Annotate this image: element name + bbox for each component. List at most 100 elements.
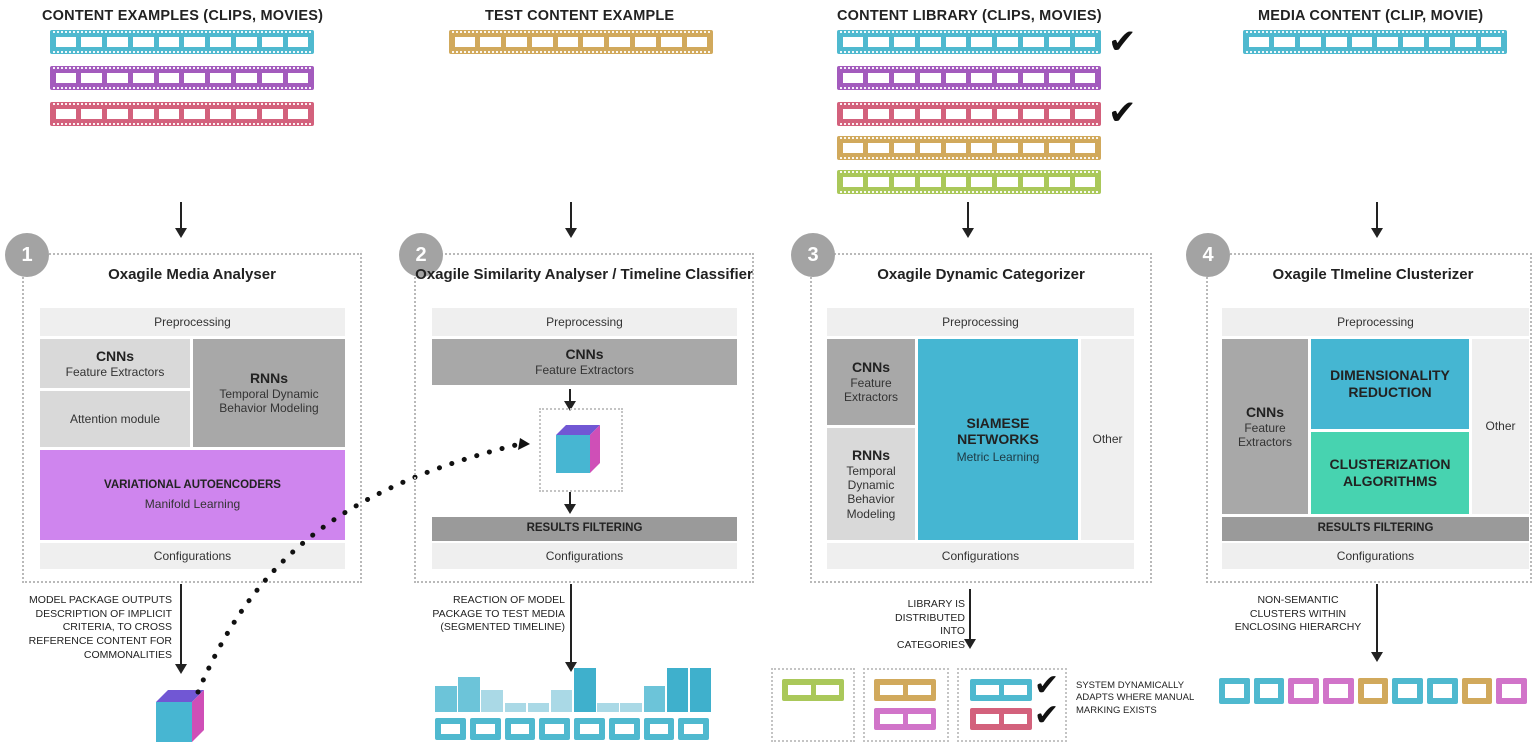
siamese-title: SIAMESE NETWORKS xyxy=(957,414,1039,448)
arrow-down-icon xyxy=(175,584,187,674)
film-frame xyxy=(996,36,1020,48)
film-frame xyxy=(893,36,916,48)
film-frame xyxy=(1324,36,1348,48)
timeline-segment xyxy=(608,718,640,740)
output-cube-icon xyxy=(156,690,204,742)
film-frame xyxy=(183,36,207,48)
arrow-down-icon xyxy=(962,202,974,238)
column-header-content-library: CONTENT LIBRARY (CLIPS, MOVIES) xyxy=(837,8,1102,24)
film-frame xyxy=(209,72,233,84)
film-frame xyxy=(944,176,968,188)
film-frame xyxy=(1247,36,1271,48)
film-frame xyxy=(1073,36,1097,48)
attention-module-box: Attention module xyxy=(40,391,190,447)
arrow-down-icon xyxy=(964,589,976,649)
check-mark-icon: ✔ xyxy=(1108,23,1137,61)
rnn-subtitle: Temporal Dynamic Behavior Modeling xyxy=(219,387,319,416)
configurations-box: Configurations xyxy=(827,543,1134,569)
panel-title: Oxagile Media Analyser xyxy=(108,266,276,283)
film-frame xyxy=(286,108,310,120)
film-frame xyxy=(1073,108,1097,120)
configurations-box: Configurations xyxy=(432,543,737,569)
panel-timeline-clusterizer xyxy=(1206,253,1532,583)
results-filtering-label: RESULTS FILTERING xyxy=(1317,522,1434,535)
film-frame xyxy=(841,176,865,188)
film-frame xyxy=(867,108,891,120)
film-strip-cyan xyxy=(50,30,314,54)
film-frame xyxy=(841,36,865,48)
arrow-down-icon xyxy=(1371,202,1383,238)
timeline-segment xyxy=(678,718,709,740)
film-frame xyxy=(867,176,891,188)
film-frame xyxy=(157,108,181,120)
cluster-segment xyxy=(1288,678,1319,704)
film-frame xyxy=(867,36,891,48)
timeline-bar xyxy=(481,690,503,712)
film-frame xyxy=(505,36,528,48)
timeline-segment xyxy=(574,718,605,740)
cluster-segment xyxy=(1496,678,1527,704)
panel-media-analyser xyxy=(22,253,362,583)
dimensionality-reduction-box: DIMENSIONALITY REDUCTION xyxy=(1311,339,1469,429)
cluster-segments xyxy=(1219,678,1531,704)
film-frame xyxy=(209,108,233,120)
step-badge-2: 2 xyxy=(399,233,443,277)
film-frame xyxy=(893,72,916,84)
film-frame xyxy=(54,36,78,48)
film-strip-pink xyxy=(837,102,1101,126)
film-strip-cyan xyxy=(837,30,1101,54)
step-badge-1: 1 xyxy=(5,233,49,277)
film-frame xyxy=(918,72,942,84)
mini-strip-magenta xyxy=(874,708,936,730)
film-frame xyxy=(659,36,683,48)
film-frame xyxy=(1376,36,1400,48)
film-frame xyxy=(1047,142,1071,154)
film-frame xyxy=(131,72,155,84)
film-frame xyxy=(183,108,207,120)
category-group-checked xyxy=(957,668,1067,742)
dimred-title: DIMENSIONALITY REDUCTION xyxy=(1330,367,1450,400)
film-strip-purple xyxy=(837,66,1101,90)
column-header-media-content: MEDIA CONTENT (CLIP, MOVIE) xyxy=(1258,8,1484,24)
preprocessing-label: Preprocessing xyxy=(942,314,1019,329)
note-library-distributed: LIBRARY IS DISTRIBUTED INTO CATEGORIES xyxy=(894,598,965,651)
film-frame xyxy=(106,72,129,84)
other-label: Other xyxy=(1485,419,1516,434)
film-frame xyxy=(996,176,1020,188)
cnn-subtitle: Feature Extractors xyxy=(65,364,165,379)
preprocessing-box: Preprocessing xyxy=(432,308,737,336)
cnn-title: CNNs xyxy=(95,347,135,364)
cluster-segment xyxy=(1357,678,1389,704)
embedding-frame xyxy=(539,408,623,492)
film-frame xyxy=(235,36,258,48)
film-frame xyxy=(893,142,916,154)
timeline-segment xyxy=(469,718,501,740)
film-frame xyxy=(944,72,968,84)
film-frame xyxy=(1022,72,1045,84)
film-frame xyxy=(878,713,904,725)
film-frame xyxy=(1022,142,1045,154)
timeline-bar xyxy=(504,703,527,712)
configurations-box: Configurations xyxy=(1222,543,1529,569)
note-non-semantic-clusters: NON-SEMANTIC CLUSTERS WITHIN ENCLOSING H… xyxy=(1234,594,1362,634)
film-frame xyxy=(157,72,181,84)
film-frame xyxy=(453,36,477,48)
film-frame xyxy=(1273,36,1297,48)
cnn-subtitle: Feature Extractors xyxy=(843,376,898,405)
film-frame xyxy=(183,72,207,84)
film-frame xyxy=(235,72,258,84)
check-mark-icon: ✔ xyxy=(1034,699,1060,732)
film-frame xyxy=(944,108,968,120)
rnn-subtitle: Temporal Dynamic Behavior Modeling xyxy=(846,463,896,521)
film-frame xyxy=(1047,36,1071,48)
arrow-down-icon xyxy=(564,492,576,514)
film-frame xyxy=(970,176,994,188)
cluster-segment xyxy=(1461,678,1493,704)
film-frame xyxy=(131,108,155,120)
film-frame xyxy=(867,142,891,154)
film-frame xyxy=(893,176,916,188)
film-frame xyxy=(1047,176,1071,188)
